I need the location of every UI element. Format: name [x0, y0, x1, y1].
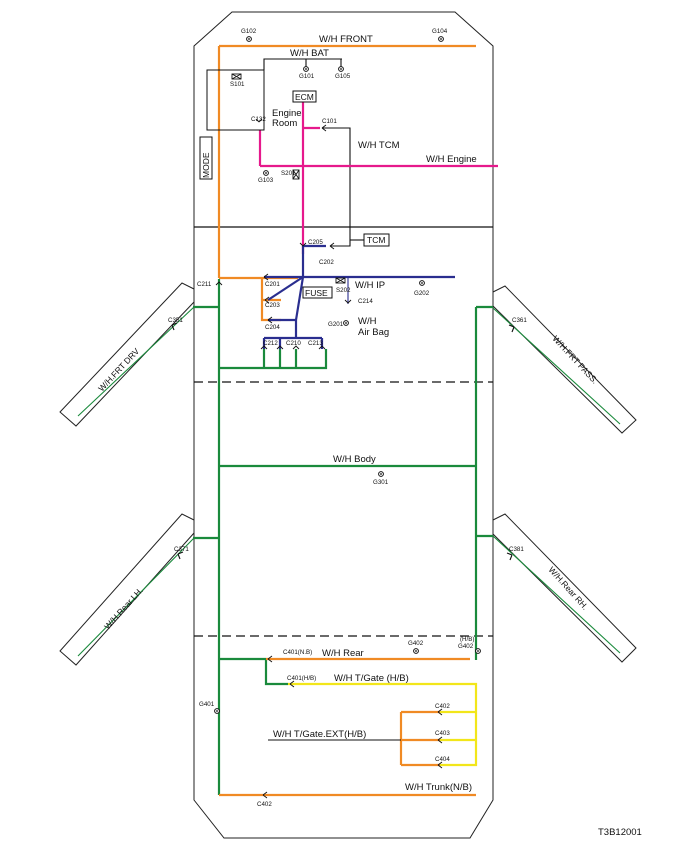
harness-label-rear-rh: W/H.Rear RH. — [547, 565, 591, 612]
fuse-box-engine-room — [206, 69, 265, 131]
connector-g201: G201 — [328, 321, 344, 328]
splice-s101-icon — [231, 73, 242, 80]
connector-c361: C361 — [512, 317, 527, 324]
harness-label-bat: W/H BAT — [290, 48, 329, 59]
fuse-label: FUSE — [305, 288, 328, 298]
connector-hb: (H/B) — [460, 636, 474, 643]
ground-point-icons — [214, 36, 481, 714]
mode-label: MODE — [201, 152, 211, 178]
connector-g402-a: G402 — [408, 640, 424, 647]
harness-label-rear-lh: W/H.Rear LH. — [102, 585, 145, 631]
harness-label-body: W/H Body — [333, 454, 376, 465]
connector-s101: S101 — [230, 81, 245, 88]
harness-label-tgate: W/H T/Gate (H/B) — [334, 673, 409, 684]
connector-c210: C210 — [286, 340, 301, 347]
connector-c213: C213 — [308, 340, 323, 347]
splice-s202-icon — [335, 277, 346, 284]
connector-s202: S202 — [336, 287, 351, 294]
ecm-box: ECM — [292, 90, 317, 103]
engine-room-label-1: Engine — [272, 108, 302, 119]
connector-c402-b: C402 — [257, 801, 272, 808]
connector-g202: G202 — [414, 290, 430, 297]
wire-tgate-yellow — [288, 682, 478, 767]
connector-c204: C204 — [265, 324, 280, 331]
door-harness-frt-drv: C351 W/H.FRT DRV — [59, 282, 195, 427]
harness-label-ip: W/H IP — [355, 280, 385, 291]
harness-label-front: W/H FRONT — [319, 34, 373, 45]
wire-body-green — [193, 279, 493, 795]
connector-g301: G301 — [373, 479, 389, 486]
door-harness-rear-lh: C371 W/H.Rear LH. — [59, 513, 195, 666]
door-harness-rear-rh: C381 W/H.Rear RH. — [492, 513, 637, 663]
connector-c212: C212 — [263, 340, 278, 347]
splice-s201-icon — [292, 169, 300, 180]
connector-g101: G101 — [299, 73, 315, 80]
tcm-label: TCM — [367, 235, 385, 245]
harness-label-frt-pass: W/H.FRT PASS. — [551, 334, 601, 386]
harness-label-tcm: W/H TCM — [358, 140, 400, 151]
connector-c404: C404 — [435, 756, 450, 763]
connector-c402-a: C402 — [435, 703, 450, 710]
connector-s201: S201 — [281, 170, 296, 177]
wire-engine-magenta — [258, 102, 498, 254]
connector-c101: C101 — [322, 118, 337, 125]
harness-label-rear: W/H Rear — [322, 648, 364, 659]
connector-c203: C203 — [265, 302, 280, 309]
connector-c214: C214 — [358, 298, 373, 305]
fuse-box-ip: FUSE — [302, 286, 333, 299]
connector-g102: G102 — [241, 28, 257, 35]
connector-g105: G105 — [335, 73, 351, 80]
wire-bat-black — [263, 58, 342, 70]
harness-label-trunk: W/H Trunk(N/B) — [405, 782, 472, 793]
connector-arrow-icons — [215, 118, 443, 799]
connector-c205: C205 — [308, 239, 323, 246]
engine-room-label-2: Room — [272, 118, 297, 129]
connector-c381: C381 — [509, 546, 524, 553]
connector-c403: C403 — [435, 730, 450, 737]
connector-c211: C211 — [197, 281, 212, 288]
harness-label-frt-drv: W/H.FRT DRV — [96, 346, 141, 393]
harness-label-airbag-1: W/H — [358, 316, 377, 327]
connector-g103: G103 — [258, 177, 274, 184]
connector-g402-b: G402 — [458, 643, 474, 650]
connector-c201: C201 — [265, 281, 280, 288]
ecm-label: ECM — [295, 92, 314, 102]
mode-box: MODE — [199, 136, 213, 180]
connector-c371: C371 — [174, 546, 189, 553]
connector-c401nb: C401(N.B) — [283, 649, 312, 656]
vehicle-body-outline — [193, 11, 494, 839]
door-harness-frt-pass: C361 W/H.FRT PASS. — [492, 285, 637, 434]
harness-label-engine: W/H Engine — [426, 154, 477, 165]
diagram-id: T3B12001 — [598, 827, 642, 838]
connector-c401hb: C401(H/B) — [287, 675, 316, 682]
harness-label-tgate-ext: W/H T/Gate.EXT(H/B) — [273, 729, 366, 740]
connector-g104: G104 — [432, 28, 448, 35]
connector-c132: C132 — [251, 116, 266, 123]
tcm-box: TCM — [363, 233, 390, 247]
connector-c351: C351 — [168, 317, 183, 324]
harness-label-airbag-2: Air Bag — [358, 327, 389, 338]
wire-tcm-black — [322, 127, 364, 247]
connector-g401: G401 — [199, 701, 215, 708]
connector-c202: C202 — [319, 259, 334, 266]
wire-tgate-ext-orange — [268, 710, 440, 767]
wire-ip-navy — [262, 244, 455, 349]
